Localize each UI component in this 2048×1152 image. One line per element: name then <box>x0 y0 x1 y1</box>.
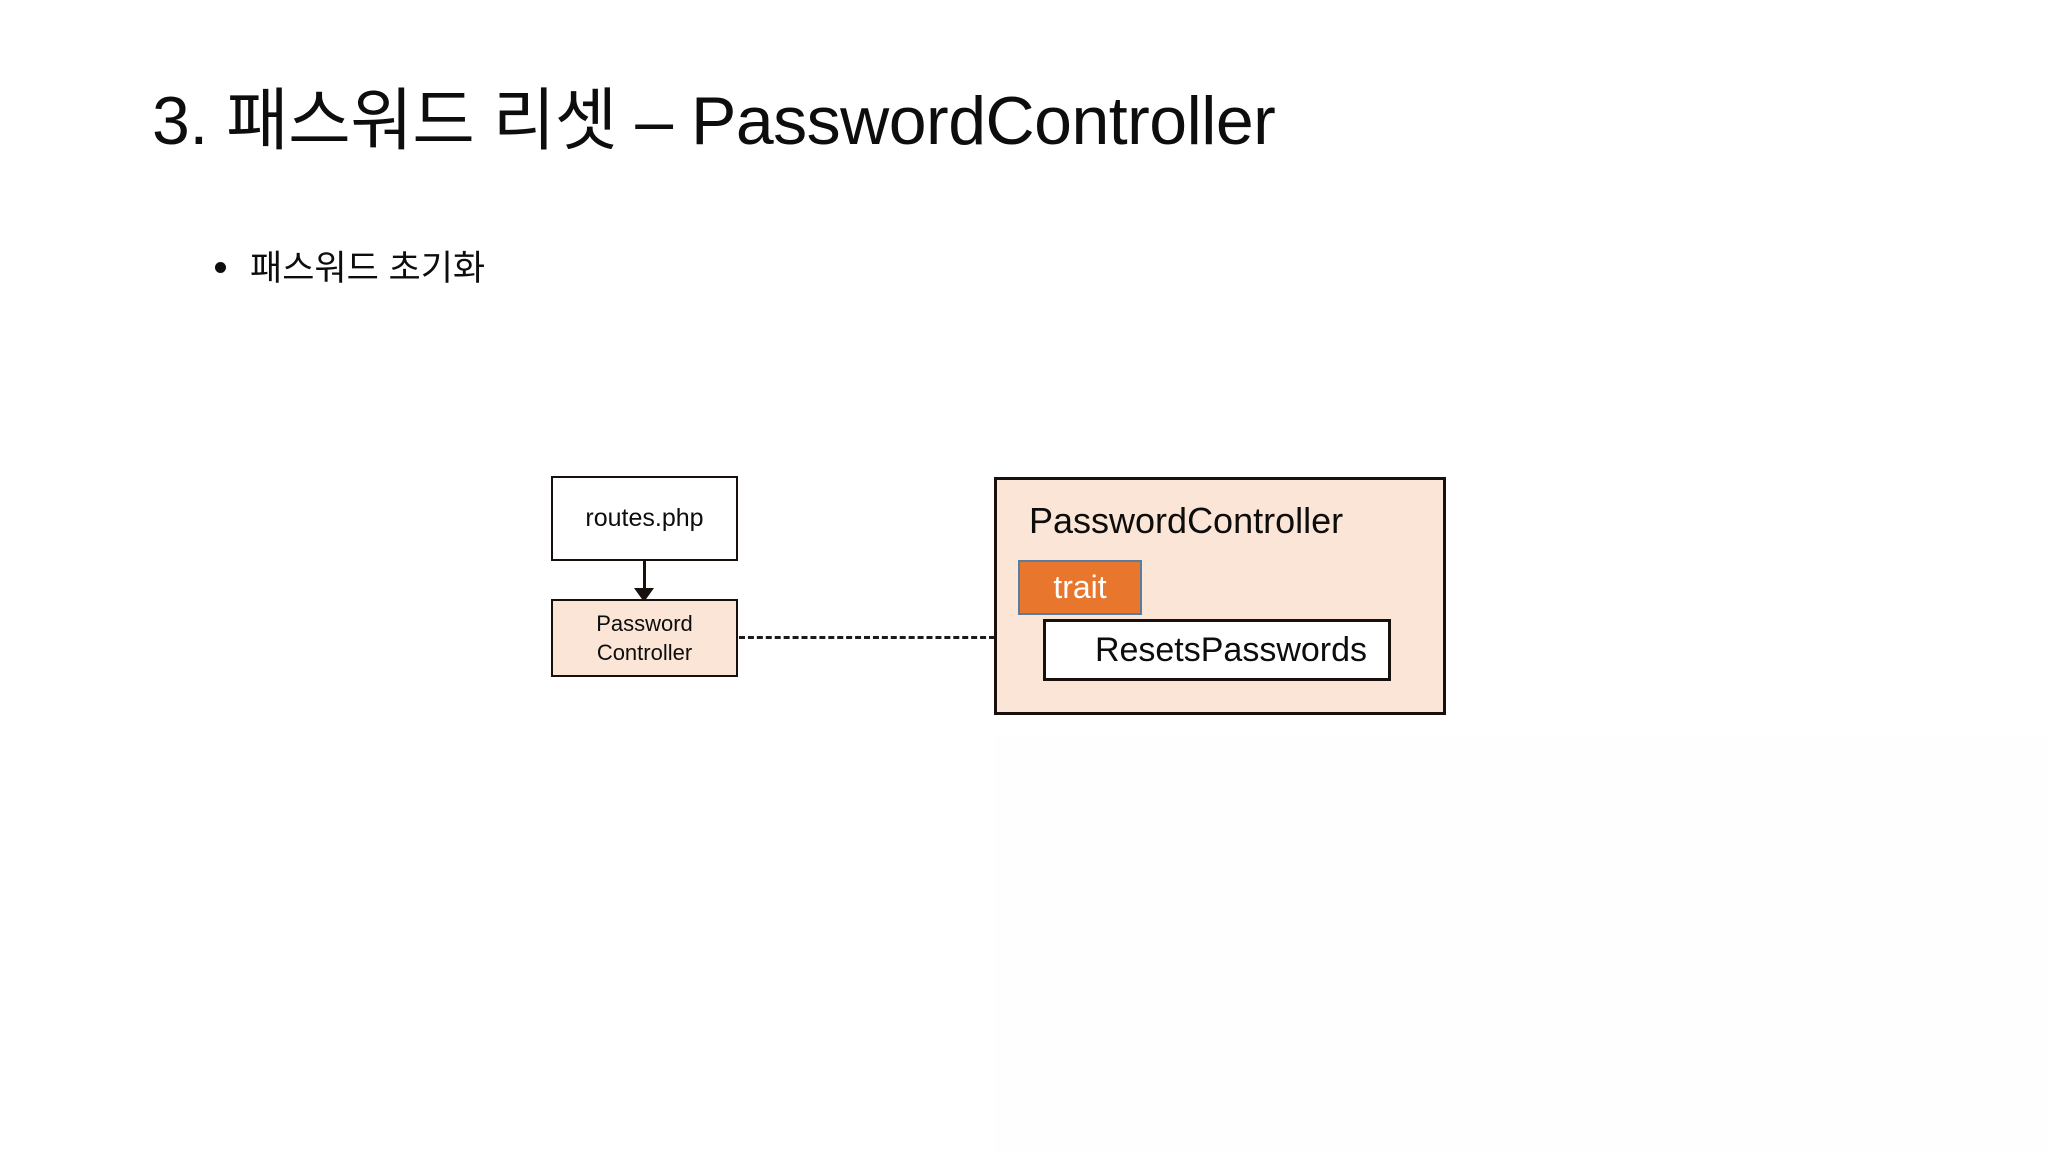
node-password-controller-small-label-line2: Controller <box>596 639 693 665</box>
edge-routes-to-controller-line <box>643 560 646 592</box>
bullet-item-label: 패스워드 초기화 <box>250 249 486 288</box>
bullet-item: 패스워드 초기화 <box>215 248 485 290</box>
bullet-marker-icon <box>215 262 226 273</box>
page-title: 3. 패스워드 리셋 – PasswordController <box>152 83 1276 159</box>
node-routes-php-label: routes.php <box>585 504 704 532</box>
badge-trait[interactable]: trait <box>1018 560 1142 615</box>
node-resets-passwords-label: ResetsPasswords <box>1094 630 1368 669</box>
edge-controller-to-panel-dashed <box>739 636 995 639</box>
node-password-controller-panel-label: PasswordController <box>1029 500 1344 541</box>
node-password-controller-small-label-line1: Password <box>596 611 693 636</box>
badge-trait-label: trait <box>1053 569 1107 605</box>
node-routes-php[interactable]: routes.php <box>551 476 738 561</box>
node-resets-passwords[interactable]: ResetsPasswords <box>1043 619 1391 681</box>
edge-routes-to-controller-arrowhead-icon <box>634 588 654 602</box>
node-password-controller-small[interactable]: Password Controller <box>551 599 738 677</box>
background-tint-block <box>994 735 2048 1152</box>
